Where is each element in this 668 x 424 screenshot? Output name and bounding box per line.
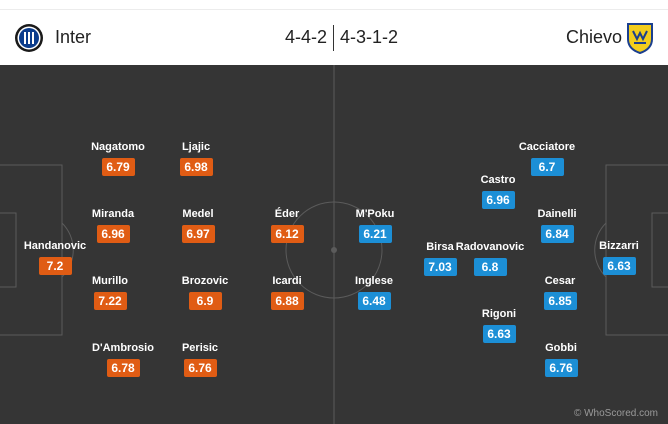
player-rating: 6.76 — [183, 359, 217, 377]
player-rating: 6.96 — [481, 191, 515, 209]
formation-divider — [333, 25, 334, 51]
player-home-murillo[interactable]: Murillo 7.22 — [60, 275, 160, 310]
player-home-dambrosio[interactable]: D'Ambrosio 6.78 — [73, 342, 173, 377]
player-name: Cacciatore — [518, 141, 576, 153]
player-rating: 6.48 — [357, 292, 391, 310]
player-home-nagatomo[interactable]: Nagatomo 6.79 — [68, 141, 168, 176]
player-name: Bizzarri — [599, 240, 639, 252]
player-away-gobbi[interactable]: Gobbi 6.76 — [511, 342, 611, 377]
player-home-ljajic[interactable]: Ljajic 6.98 — [146, 141, 246, 176]
inter-crest-icon — [15, 24, 43, 52]
player-name: Birsa — [426, 241, 454, 253]
player-rating: 6.98 — [179, 158, 213, 176]
player-name: Castro — [480, 174, 516, 186]
match-header: Inter 4-4-2 4-3-1-2 Chievo — [0, 10, 668, 65]
player-rating: 7.03 — [423, 258, 457, 276]
player-home-icardi[interactable]: Icardi 6.88 — [237, 275, 337, 310]
player-rating: 6.96 — [96, 225, 130, 243]
player-rating: 6.63 — [482, 325, 516, 343]
home-formation: 4-4-2 — [284, 27, 327, 47]
player-name: M'Poku — [355, 208, 395, 220]
player-name: Brozovic — [181, 275, 229, 287]
player-home-handanovic[interactable]: Handanovic 7.2 — [5, 240, 105, 275]
player-name: Radovanovic — [455, 241, 525, 253]
player-rating: 6.8 — [473, 258, 507, 276]
player-rating: 6.84 — [540, 225, 574, 243]
player-rating: 6.79 — [101, 158, 135, 176]
player-rating: 7.2 — [38, 257, 72, 275]
player-home-eder[interactable]: Éder 6.12 — [237, 208, 337, 243]
player-rating: 6.85 — [543, 292, 577, 310]
player-name: D'Ambrosio — [92, 342, 154, 354]
watermark: © WhoScored.com — [573, 408, 658, 419]
player-name: Handanovic — [23, 240, 87, 252]
top-strip — [0, 0, 668, 10]
player-name: Ljajic — [181, 141, 211, 153]
player-away-castro[interactable]: Castro 6.96 — [448, 174, 548, 209]
player-name: Miranda — [91, 208, 135, 220]
player-rating: 6.7 — [530, 158, 564, 176]
player-rating: 6.76 — [544, 359, 578, 377]
player-name: Murillo — [91, 275, 129, 287]
player-away-radovanovic[interactable]: Radovanovic 6.8 — [440, 241, 540, 276]
player-away-cacciatore[interactable]: Cacciatore 6.7 — [497, 141, 597, 176]
player-away-mpoku[interactable]: M'Poku 6.21 — [325, 208, 425, 243]
player-name: Icardi — [272, 275, 302, 287]
player-home-medel[interactable]: Medel 6.97 — [148, 208, 248, 243]
player-rating: 6.88 — [270, 292, 304, 310]
chievo-crest-icon — [627, 23, 653, 54]
player-name: Perisic — [181, 342, 219, 354]
player-home-miranda[interactable]: Miranda 6.96 — [63, 208, 163, 243]
player-name: Inglese — [355, 275, 393, 287]
player-away-bizzarri[interactable]: Bizzarri 6.63 — [569, 240, 668, 275]
player-rating: 6.63 — [602, 257, 636, 275]
player-away-inglese[interactable]: Inglese 6.48 — [324, 275, 424, 310]
player-name: Nagatomo — [91, 141, 145, 153]
player-home-brozovic[interactable]: Brozovic 6.9 — [155, 275, 255, 310]
player-rating: 6.97 — [181, 225, 215, 243]
player-away-dainelli[interactable]: Dainelli 6.84 — [507, 208, 607, 243]
player-name: Éder — [274, 208, 300, 220]
player-rating: 6.12 — [270, 225, 304, 243]
player-name: Cesar — [544, 275, 576, 287]
player-home-perisic[interactable]: Perisic 6.76 — [150, 342, 250, 377]
player-rating: 7.22 — [93, 292, 127, 310]
player-name: Rigoni — [481, 308, 517, 320]
away-team-name[interactable]: Chievo — [565, 27, 622, 47]
player-away-rigoni[interactable]: Rigoni 6.63 — [449, 308, 549, 343]
player-rating: 6.21 — [358, 225, 392, 243]
player-name: Dainelli — [537, 208, 577, 220]
home-team-name[interactable]: Inter — [55, 27, 92, 47]
away-formation: 4-3-1-2 — [340, 27, 399, 47]
player-name: Gobbi — [545, 342, 577, 354]
player-away-cesar[interactable]: Cesar 6.85 — [510, 275, 610, 310]
player-rating: 6.78 — [106, 359, 140, 377]
player-away-birsa[interactable]: Birsa 7.03 — [390, 241, 490, 276]
pitch: Handanovic 7.2 Nagatomo 6.79 Miranda 6.9… — [0, 65, 668, 424]
player-rating: 6.9 — [188, 292, 222, 310]
player-name: Medel — [182, 208, 214, 220]
